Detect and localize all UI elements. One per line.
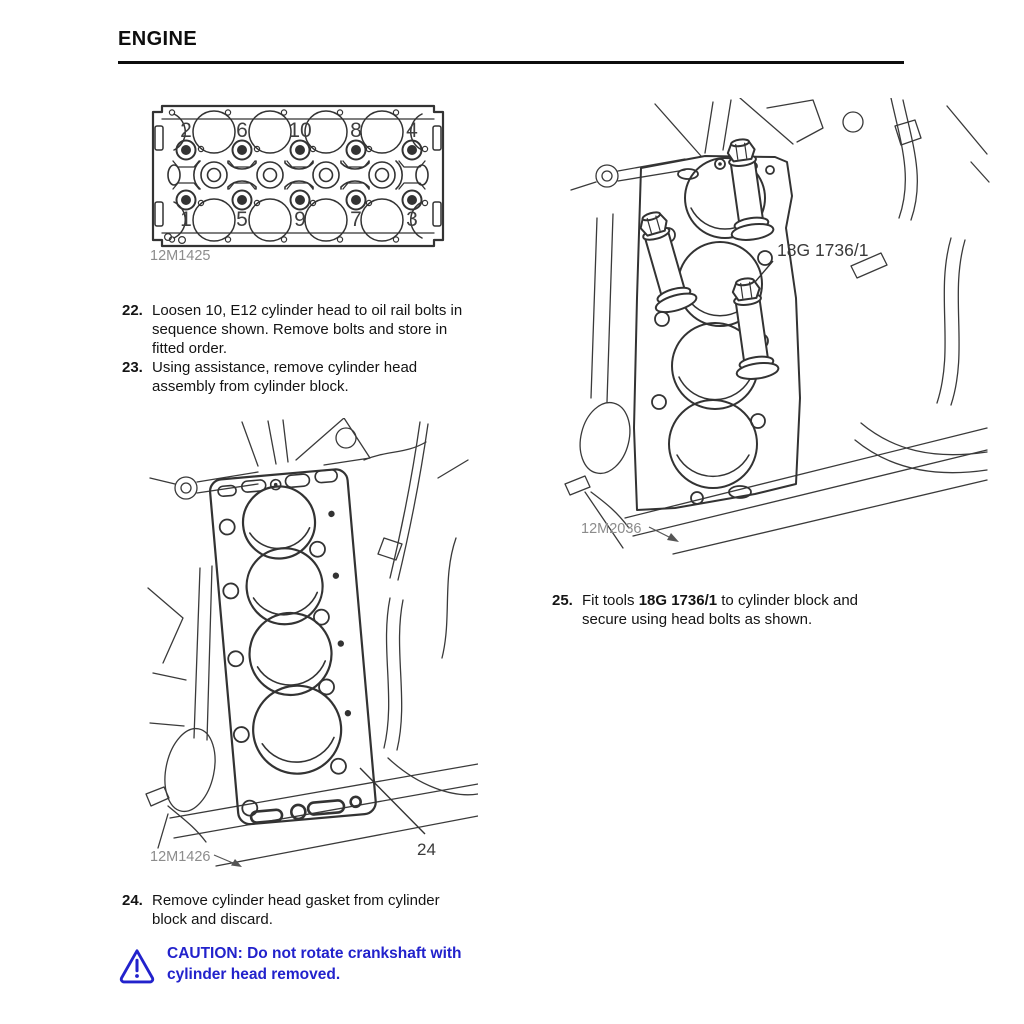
bolt-number: 6 [236,119,248,142]
step-text: Loosen 10, E12 cylinder head to oil rail… [152,302,463,357]
page-title: ENGINE [118,28,198,50]
figure-head-gasket: 24 12M1426 [138,417,479,875]
step-25: 25. Fit tools 18G 1736/1 to cylinder blo… [552,591,858,629]
step-24: 24. Remove cylinder head gasket from cyl… [122,891,440,929]
step-number: 22. [122,302,143,319]
caution-note: CAUTION: Do not rotate crankshaft with c… [118,943,462,986]
step-23: 23. Using assistance, remove cylinder he… [122,358,417,396]
figure-head-bolt-sequence: 2 6 10 8 4 1 5 9 7 3 [148,102,448,255]
caution-text: CAUTION: Do not rotate crankshaft with c… [167,945,462,983]
step-text: Fit tools 18G 1736/1 to cylinder block a… [582,592,859,628]
guide-stud [726,138,775,241]
bolt-number: 9 [294,208,306,231]
step-text: Using assistance, remove cylinder head a… [152,359,418,395]
bolt-number: 5 [236,208,248,231]
step-number: 25. [552,592,573,609]
guide-stud [731,277,780,380]
step-number: 23. [122,359,143,376]
bolt-number: 10 [288,119,311,142]
guide-stud [639,211,698,314]
figure-code-label: 12M2036 [581,521,641,537]
bolt-number: 8 [350,119,362,142]
figure-guide-studs: 18G 1736/1 12M2036 [555,97,990,563]
step-text: Remove cylinder head gasket from cylinde… [152,892,440,928]
gasket-callout: 24 [417,840,436,859]
head-bolt-sequence-drawing: 2 6 10 8 4 1 5 9 7 3 [151,104,445,248]
figure-code-label: 12M1426 [150,849,210,865]
step-number: 24. [122,892,143,909]
header-rule [118,61,904,64]
head-gasket-drawing: 24 12M1426 [145,417,479,867]
bolt-number: 4 [406,119,418,142]
tool-number-label: 18G 1736/1 [777,240,868,260]
guide-studs-drawing: 18G 1736/1 12M2036 [564,97,990,555]
bolt-number: 2 [180,119,192,142]
step-22: 22. Loosen 10, E12 cylinder head to oil … [122,301,462,358]
tool-number-inline: 18G 1736/1 [638,592,718,609]
bolt-number: 1 [180,208,192,231]
bolt-number: 7 [350,208,362,231]
warning-triangle-icon [119,949,155,984]
bolt-number: 3 [406,208,418,231]
figure-code-label: 12M1425 [150,248,211,264]
